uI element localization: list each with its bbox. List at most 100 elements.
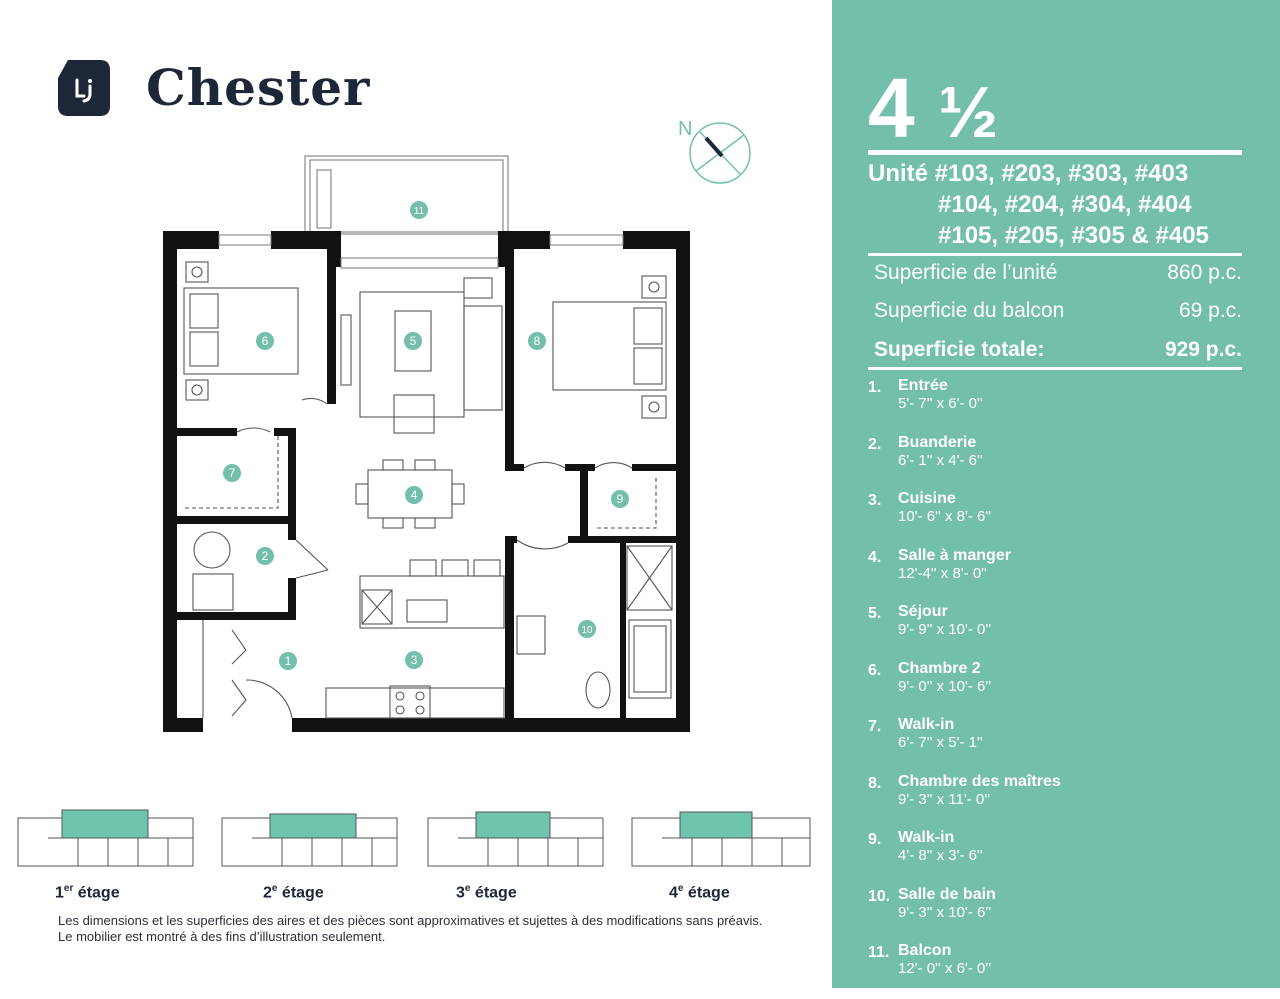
nightstand: [641, 395, 667, 419]
room-number: 3.: [868, 492, 882, 509]
room-dimensions: 6'- 1'' x 4'- 6'': [898, 451, 983, 469]
sofa: [463, 305, 503, 411]
marker-4: 4: [411, 488, 418, 502]
tv-console: [340, 314, 352, 386]
room-dimensions: 9'- 3'' x 10'- 6'': [898, 903, 992, 921]
floor-key-1: [17, 809, 194, 867]
room-name: Walk-in: [898, 829, 955, 846]
marker-7: 7: [229, 466, 236, 480]
marker-1: 1: [285, 654, 292, 668]
room-name: Balcon: [898, 942, 952, 959]
room-number: 10.: [868, 887, 891, 905]
brand: Chester: [58, 58, 370, 117]
washer: [193, 531, 231, 569]
room-number: 8.: [868, 774, 882, 792]
bathroom-sink: [516, 615, 546, 655]
room-name: Buanderie: [898, 433, 977, 451]
floor-label-4: 4e étage: [669, 883, 730, 902]
kitchen-counter: [325, 687, 505, 719]
room-dimensions: 12'- 0'' x 6'- 0'': [898, 960, 992, 977]
unit-numbers: Unité #103, #203, #303, #403 #104, #204,…: [868, 158, 1209, 251]
room-name: Salle à manger: [898, 546, 1011, 564]
room-dimensions: 10'- 6'' x 8'- 6'': [898, 508, 992, 525]
room-number: 4.: [868, 548, 882, 566]
floor-label-3: 3e étage: [456, 883, 517, 902]
marker-5: 5: [410, 334, 417, 348]
armchair: [393, 394, 435, 434]
area-label: Superficie totale:: [874, 338, 1045, 361]
unit-type-whole: 4: [868, 61, 915, 155]
room-dimensions: 12'-4'' x 8'- 0'': [898, 564, 987, 582]
floor-label-2: 2e étage: [263, 883, 324, 902]
bathtub: [628, 619, 672, 699]
floorplan-panel: Chester N: [17, 58, 811, 944]
floor-key-3: [427, 811, 604, 867]
marker-2: 2: [262, 549, 269, 563]
room-name: Entrée: [898, 377, 948, 394]
marker-10: 10: [581, 625, 593, 636]
unit-type: 4 ½: [868, 66, 998, 155]
kitchen-sink: [406, 599, 448, 623]
room-number: 9.: [868, 831, 882, 848]
balcony: [304, 155, 509, 235]
unit-type-fraction: ½: [938, 73, 999, 153]
north-compass-icon: N: [678, 118, 751, 184]
area-row-total: Superficie totale: 929 p.c.: [874, 338, 1242, 362]
area-row-balcony: Superficie du balcon 69 p.c.: [874, 299, 1242, 323]
marker-8: 8: [534, 334, 541, 348]
dryer: [192, 573, 234, 611]
floor-keys: [17, 809, 811, 867]
units-line-3: #105, #205, #305 & #405: [938, 222, 1209, 249]
shower: [626, 545, 673, 611]
area-value: 929 p.c.: [1164, 338, 1242, 361]
room-name: Chambre des maîtres: [898, 772, 1061, 790]
balcony-planter: [316, 169, 332, 229]
stove: [389, 685, 431, 719]
room-name: Séjour: [898, 603, 948, 620]
window: [218, 234, 272, 246]
master-bed: [552, 301, 667, 391]
window: [549, 234, 624, 246]
floor-key-4: [631, 811, 811, 867]
divider: [868, 253, 1242, 256]
marker-11: 11: [414, 206, 425, 217]
room-name: Cuisine: [898, 490, 956, 507]
brand-name: Chester: [146, 58, 371, 117]
nightstand: [641, 275, 667, 299]
coffee-table: [394, 310, 432, 372]
divider: [868, 150, 1242, 155]
room-dimensions: 9'- 0'' x 10'- 6'': [898, 677, 992, 695]
floor-label-1: 1er étage: [55, 883, 120, 902]
area-value: 69 p.c.: [1178, 299, 1242, 322]
room-name: Chambre 2: [898, 659, 981, 677]
exterior-walls: [163, 231, 690, 732]
room-name: Walk-in: [898, 716, 955, 733]
room-dimensions: 4'- 8'' x 3'- 6'': [898, 847, 983, 864]
room-dimensions: 5'- 7'' x 6'- 0'': [898, 395, 983, 412]
marker-9: 9: [617, 492, 624, 506]
room-dimensions: 9'- 3'' x 11'- 0'': [898, 790, 990, 808]
nightstand: [185, 379, 209, 401]
room-number: 1.: [868, 379, 882, 396]
room-number: 6.: [868, 661, 882, 679]
room-name: Salle de bain: [898, 885, 996, 903]
room-dimensions: 9'- 9'' x 10'- 0'': [898, 621, 992, 638]
units-line-1: Unité #103, #203, #303, #403: [868, 160, 1189, 187]
area-label: Superficie du balcon: [874, 299, 1065, 322]
units-line-2: #104, #204, #304, #404: [938, 191, 1192, 218]
marker-6: 6: [262, 334, 269, 348]
bed: [183, 287, 299, 375]
floor-plan: 1 2 3 4 5 6 7 8 9 10 11: [17, 155, 811, 867]
